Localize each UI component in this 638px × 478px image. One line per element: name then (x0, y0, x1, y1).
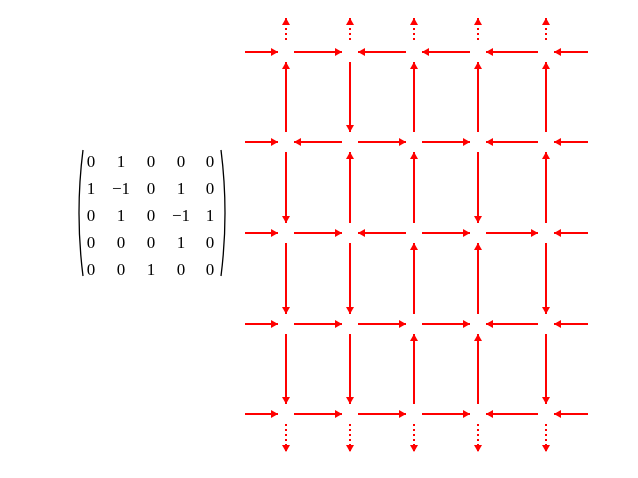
vertical-arrow-head (474, 243, 482, 250)
vertical-arrow-head (282, 216, 290, 223)
vertical-arrow-head (282, 397, 290, 404)
horizontal-arrow-head (554, 229, 561, 237)
horizontal-arrow-head (399, 138, 406, 146)
horizontal-arrow-head (554, 48, 561, 56)
vertical-arrow-head (474, 445, 482, 452)
vertical-arrow-head (542, 18, 550, 25)
horizontal-arrow-head (399, 320, 406, 328)
matrix-cell: 0 (86, 260, 96, 279)
vertical-arrow-head (346, 445, 354, 452)
horizontal-arrow-head (463, 410, 470, 418)
vertical-arrow-head (542, 445, 550, 452)
matrix-cell: −1 (171, 206, 191, 225)
vertical-arrow-head (282, 62, 290, 69)
matrix-cell: 0 (86, 206, 96, 225)
matrix-cell: 0 (116, 233, 126, 252)
horizontal-arrow-head (486, 320, 493, 328)
matrix-cell: 1 (176, 179, 186, 198)
matrix-cell: 1 (176, 233, 186, 252)
matrix-cell: 1 (146, 260, 156, 279)
matrix-row: 0 1 0 −1 1 (86, 205, 218, 227)
horizontal-arrow-head (399, 410, 406, 418)
matrix-cell: 0 (146, 206, 156, 225)
matrix-cell: 0 (116, 260, 126, 279)
vertical-arrow-head (474, 216, 482, 223)
vertical-arrow-head (542, 307, 550, 314)
matrix-cell: 0 (146, 179, 156, 198)
vertical-arrow-head (542, 397, 550, 404)
matrix-cell: 0 (205, 260, 215, 279)
horizontal-arrow-head (554, 138, 561, 146)
vertical-arrow-head (346, 152, 354, 159)
horizontal-arrow-head (358, 229, 365, 237)
vertical-arrow-head (282, 18, 290, 25)
vertical-arrow-head (410, 445, 418, 452)
vertical-arrow-head (410, 18, 418, 25)
vertical-arrow-head (346, 397, 354, 404)
horizontal-arrow-head (531, 229, 538, 237)
vertical-arrow-head (474, 334, 482, 341)
matrix-cell: 1 (116, 152, 126, 171)
vertical-arrow-head (346, 18, 354, 25)
matrix-cell: 1 (86, 179, 96, 198)
horizontal-arrow-head (335, 48, 342, 56)
horizontal-arrow-head (463, 229, 470, 237)
matrix-cell: 1 (205, 206, 215, 225)
horizontal-arrow-head (463, 138, 470, 146)
matrix-cell: 0 (205, 233, 215, 252)
horizontal-arrow-head (271, 410, 278, 418)
horizontal-arrow-head (271, 229, 278, 237)
horizontal-arrow-head (486, 48, 493, 56)
vertical-arrow-head (346, 125, 354, 132)
horizontal-arrow-head (554, 410, 561, 418)
vertical-arrow-head (474, 62, 482, 69)
vertical-arrow-head (410, 334, 418, 341)
horizontal-arrow-head (486, 138, 493, 146)
matrix-right-parenthesis (220, 149, 226, 277)
matrix-cell: 0 (146, 233, 156, 252)
horizontal-arrow-head (271, 138, 278, 146)
matrix-cell: 0 (176, 152, 186, 171)
horizontal-arrow-head (463, 320, 470, 328)
vertical-arrow-head (410, 152, 418, 159)
vertical-arrow-head (542, 62, 550, 69)
horizontal-arrow-head (554, 320, 561, 328)
matrix-cell: 0 (146, 152, 156, 171)
matrix-cell: 0 (86, 152, 96, 171)
vertical-arrow-head (346, 307, 354, 314)
matrix-cell: 0 (205, 152, 215, 171)
horizontal-arrow-head (486, 410, 493, 418)
horizontal-arrow-head (271, 48, 278, 56)
horizontal-arrow-head (335, 229, 342, 237)
horizontal-arrow-head (358, 48, 365, 56)
vertical-arrow-head (542, 152, 550, 159)
horizontal-arrow-head (294, 138, 301, 146)
vertical-arrow-head (282, 307, 290, 314)
matrix-cell: −1 (111, 179, 131, 198)
horizontal-arrow-head (335, 320, 342, 328)
matrix-cell: 0 (176, 260, 186, 279)
horizontal-arrow-head (271, 320, 278, 328)
horizontal-arrow-head (422, 48, 429, 56)
horizontal-arrow-head (335, 410, 342, 418)
vertical-arrow-head (474, 18, 482, 25)
vertical-arrow-head (410, 243, 418, 250)
vertical-arrow-head (410, 62, 418, 69)
matrix-cell: 1 (116, 206, 126, 225)
matrix-cell: 0 (205, 179, 215, 198)
matrix-cell: 0 (86, 233, 96, 252)
matrix-left-parenthesis (78, 149, 84, 277)
vertical-arrow-head (282, 445, 290, 452)
